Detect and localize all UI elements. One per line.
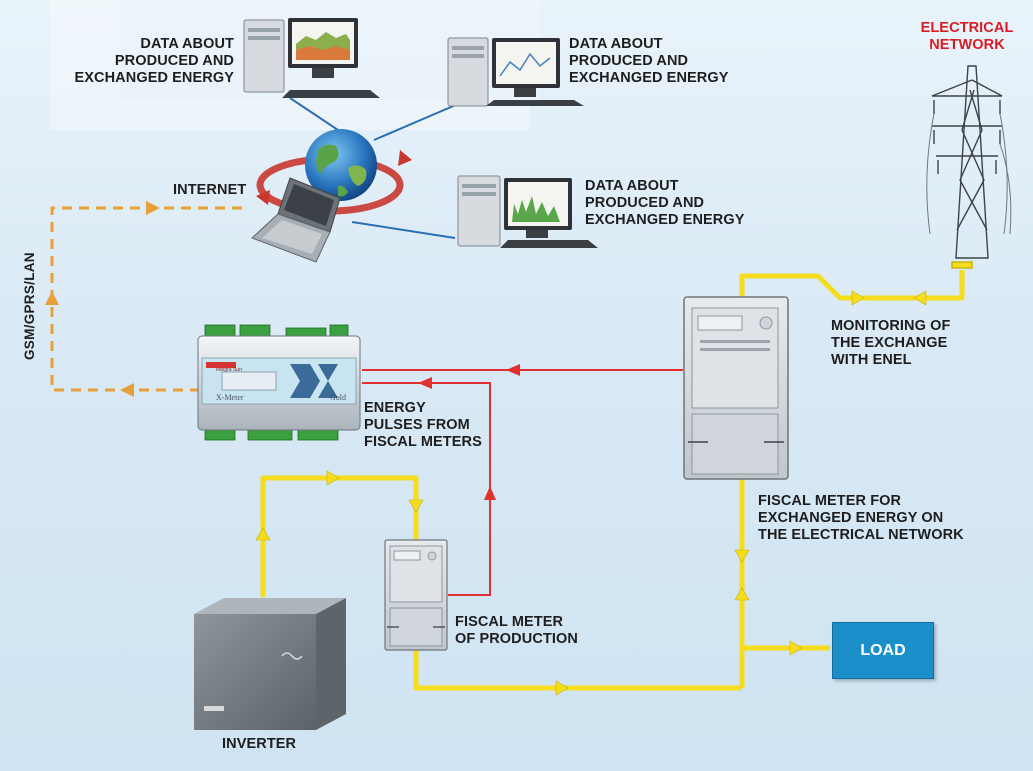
arrow-up-icon <box>734 587 750 601</box>
power-arrows <box>255 290 927 696</box>
computer-2 <box>447 37 584 107</box>
arrow-up-icon <box>255 527 271 541</box>
arrow-left-icon <box>120 383 134 397</box>
label-monitoring-exchange: MONITORING OF THE EXCHANGE WITH ENEL <box>831 318 951 368</box>
label-load: LOAD <box>860 641 906 659</box>
label-inverter: INVERTER <box>222 736 297 752</box>
device-model: X-Meter <box>216 393 244 402</box>
x-meter-device: Integra Sun X-Meter Gold <box>197 324 361 441</box>
arrow-left-icon <box>418 377 432 389</box>
electricity-pylon <box>926 65 1012 269</box>
arrow-right-icon <box>555 680 569 696</box>
arrow-right-icon <box>146 201 160 215</box>
arrow-up-icon <box>45 291 59 305</box>
label-fiscal-meter-production: FISCAL METER OF PRODUCTION <box>455 614 578 647</box>
arrow-right-icon <box>326 470 340 486</box>
arrow-down-icon <box>734 549 750 563</box>
pulse-arrows <box>418 364 520 500</box>
grid-fiscal-meter <box>683 296 789 480</box>
label-fiscal-meter-exchanged: FISCAL METER FOR EXCHANGED ENERGY ON THE… <box>758 493 964 543</box>
arrow-up-icon <box>484 486 496 500</box>
device-brand: Integra Sun <box>216 367 242 373</box>
power-line-production-meter-to-bus <box>413 650 742 691</box>
device-edition: Gold <box>330 393 346 402</box>
power-line-grid-meter-to-pylon <box>739 270 965 301</box>
arrow-left-icon <box>913 290 927 306</box>
label-energy-pulses: ENERGY PULSES FROM FISCAL METERS <box>364 400 482 450</box>
label-data-computer-1: DATA ABOUT PRODUCED AND EXCHANGED ENERGY <box>74 36 234 86</box>
production-fiscal-meter <box>384 539 448 651</box>
label-internet: INTERNET <box>173 182 247 198</box>
arrow-right-icon <box>851 290 865 306</box>
network-links <box>289 97 459 239</box>
arrow-left-icon <box>506 364 520 376</box>
computer-3 <box>457 175 598 248</box>
load-box: LOAD <box>832 622 934 679</box>
inverter-unit <box>194 598 346 730</box>
label-gsm-gprs-lan: GSM/GPRS/LAN <box>22 252 37 360</box>
laptop <box>251 177 341 263</box>
arrow-down-icon <box>408 499 424 513</box>
label-electrical-network: ELECTRICAL NETWORK <box>920 20 1014 53</box>
computer-1 <box>243 18 380 98</box>
arrow-right-icon <box>789 640 803 656</box>
label-data-computer-2: DATA ABOUT PRODUCED AND EXCHANGED ENERGY <box>569 36 729 86</box>
data-arrows <box>45 201 160 397</box>
label-data-computer-3: DATA ABOUT PRODUCED AND EXCHANGED ENERGY <box>585 178 745 228</box>
